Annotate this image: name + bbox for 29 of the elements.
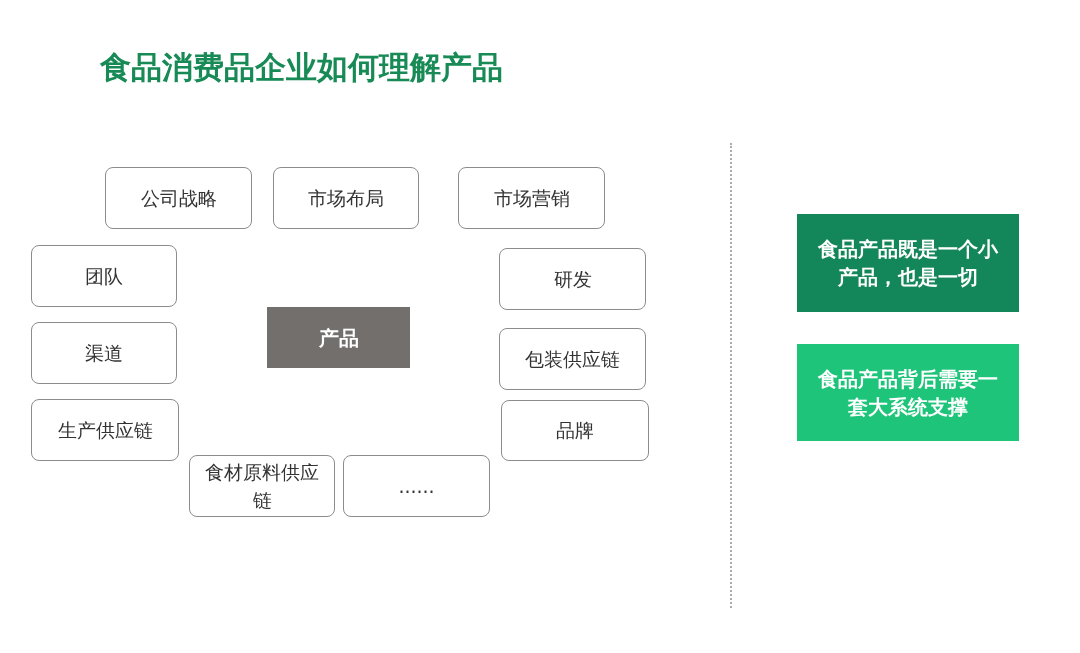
term-text: 团队 [85,263,123,289]
term-box [105,167,252,229]
term-box [501,400,649,461]
term-text: 渠道 [85,340,123,366]
term-box [31,399,179,461]
term-text: 研发 [553,266,592,292]
statement-text: 食品产品背后需要一套大系统支撑 [817,365,999,421]
term-text: 食材原料供应链 [204,459,320,513]
term-box [31,322,177,384]
statement-box [797,214,1019,312]
statement-box [797,344,1019,441]
title: 食品消费品企业如何理解产品 [100,48,503,87]
term-box [273,167,419,229]
term-text: 公司战略 [140,185,217,211]
term-text: ...... [398,473,435,499]
term-text: 市场布局 [308,185,384,211]
term-box [499,248,646,310]
term-box [458,167,605,229]
term-text: 包装供应链 [525,346,620,372]
term-box [343,455,490,517]
term-text: 生产供应链 [57,417,153,443]
term-box [499,328,646,390]
term-text: 市场营销 [493,185,570,211]
statement-text: 食品产品既是一个小产品，也是一切 [817,236,999,291]
core-box [267,307,410,368]
term-box [31,245,177,307]
term-text: 品牌 [556,418,594,444]
core-text: 产品 [318,324,359,352]
term-box [189,455,335,517]
